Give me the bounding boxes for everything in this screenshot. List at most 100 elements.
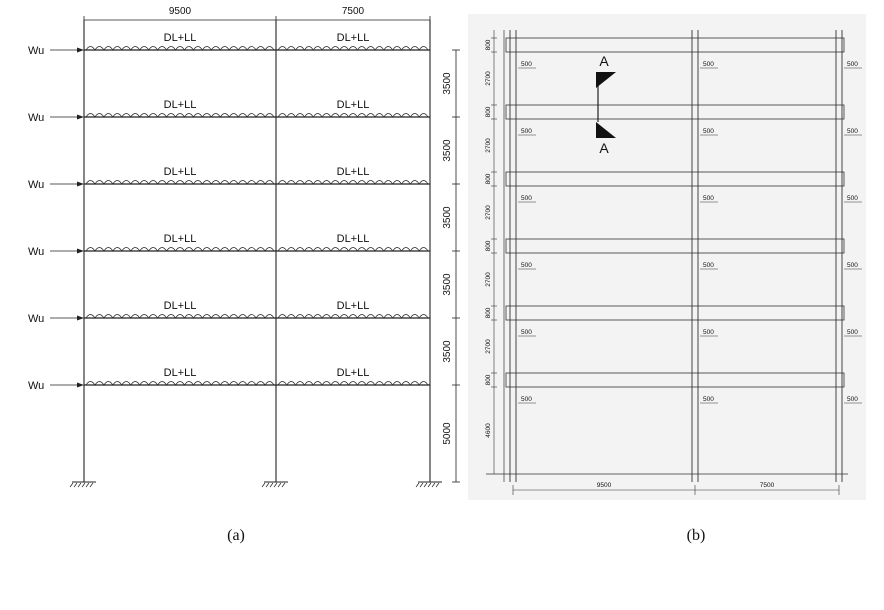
- distributed-load: [277, 381, 429, 386]
- clear-height-label: 2700: [485, 205, 492, 220]
- support-hatch: [435, 482, 440, 488]
- support-hatch: [69, 482, 74, 488]
- support-hatch: [261, 482, 266, 488]
- section-label-top: A: [599, 53, 609, 69]
- story-height-label: 3500: [442, 340, 453, 363]
- support-hatch: [73, 482, 78, 488]
- story-height-label: 3500: [442, 72, 453, 95]
- gravity-load-label: DL+LL: [164, 300, 197, 312]
- column-width-label: 500: [703, 61, 714, 68]
- column-width-label: 500: [703, 396, 714, 403]
- caption-a: (a): [227, 527, 245, 544]
- distributed-load: [277, 247, 429, 252]
- panel-b-background: [468, 14, 866, 500]
- gravity-load-label: DL+LL: [164, 32, 197, 44]
- support-hatch: [281, 482, 286, 488]
- distributed-load: [85, 314, 275, 319]
- gravity-load-label: DL+LL: [337, 166, 370, 178]
- column-width-label: 500: [703, 128, 714, 135]
- gravity-load-label: DL+LL: [337, 367, 370, 379]
- lateral-load-label: Wu: [28, 380, 44, 392]
- lateral-load-label: Wu: [28, 313, 44, 325]
- section-label-bottom: A: [599, 140, 609, 156]
- beam-depth-label: 800: [485, 374, 492, 385]
- column-width-label: 500: [521, 262, 532, 269]
- beam-depth-label: 800: [485, 39, 492, 50]
- support-hatch: [277, 482, 282, 488]
- beam: [505, 238, 845, 254]
- support-hatch: [85, 482, 90, 488]
- beam: [505, 171, 845, 187]
- support-hatch: [431, 482, 436, 488]
- distributed-load: [277, 314, 429, 319]
- beam-depth-label: 800: [485, 307, 492, 318]
- arrow-head: [77, 248, 84, 254]
- column-width-label: 500: [703, 262, 714, 269]
- story-height-label: 3500: [442, 139, 453, 162]
- support-hatch: [265, 482, 270, 488]
- support-hatch: [419, 482, 424, 488]
- gravity-load-label: DL+LL: [337, 32, 370, 44]
- support-hatch: [423, 482, 428, 488]
- distributed-load: [277, 180, 429, 185]
- column-width-label: 500: [847, 195, 858, 202]
- support-hatch: [269, 482, 274, 488]
- lateral-load-label: Wu: [28, 45, 44, 57]
- distributed-load: [85, 46, 275, 51]
- distributed-load: [85, 113, 275, 118]
- gravity-load-label: DL+LL: [164, 233, 197, 245]
- distributed-load: [85, 247, 275, 252]
- support-hatch: [415, 482, 420, 488]
- support-hatch: [77, 482, 82, 488]
- beam-depth-label: 800: [485, 106, 492, 117]
- beam: [505, 104, 845, 120]
- section-marker-top: [596, 72, 616, 88]
- column-width-label: 500: [521, 128, 532, 135]
- support-hatch: [81, 482, 86, 488]
- clear-height-label: 2700: [485, 339, 492, 354]
- column-width-label: 500: [847, 396, 858, 403]
- span-label: 9500: [597, 482, 612, 489]
- support-hatch: [427, 482, 432, 488]
- gravity-load-label: DL+LL: [337, 233, 370, 245]
- support-hatch: [89, 482, 94, 488]
- column-width-label: 500: [521, 195, 532, 202]
- story-height-label: 5000: [442, 422, 453, 445]
- beam: [505, 372, 845, 388]
- column-width-label: 500: [703, 195, 714, 202]
- arrow-head: [77, 315, 84, 321]
- gravity-load-label: DL+LL: [337, 99, 370, 111]
- lateral-load-label: Wu: [28, 246, 44, 258]
- column-width-label: 500: [521, 329, 532, 336]
- gravity-load-label: DL+LL: [164, 99, 197, 111]
- distributed-load: [277, 113, 429, 118]
- arrow-head: [77, 114, 84, 120]
- column-width-label: 500: [847, 262, 858, 269]
- lateral-load-label: Wu: [28, 179, 44, 191]
- column-width-label: 500: [521, 396, 532, 403]
- story-height-label: 3500: [442, 273, 453, 296]
- span-label: 7500: [342, 6, 365, 17]
- section-marker-bottom: [596, 122, 616, 138]
- story-height-label: 3500: [442, 206, 453, 229]
- clear-height-label: 4600: [485, 423, 492, 438]
- gravity-load-label: DL+LL: [164, 166, 197, 178]
- column-width-label: 500: [703, 329, 714, 336]
- gravity-load-label: DL+LL: [337, 300, 370, 312]
- arrow-head: [77, 181, 84, 187]
- column-width-label: 500: [847, 329, 858, 336]
- column-width-label: 500: [521, 61, 532, 68]
- caption-b: (b): [687, 527, 706, 544]
- arrow-head: [77, 382, 84, 388]
- beam: [505, 305, 845, 321]
- clear-height-label: 2700: [485, 272, 492, 287]
- span-label: 7500: [760, 482, 775, 489]
- beam: [505, 37, 845, 53]
- beam-depth-label: 800: [485, 173, 492, 184]
- column-width-label: 500: [847, 61, 858, 68]
- clear-height-label: 2700: [485, 138, 492, 153]
- distributed-load: [85, 381, 275, 386]
